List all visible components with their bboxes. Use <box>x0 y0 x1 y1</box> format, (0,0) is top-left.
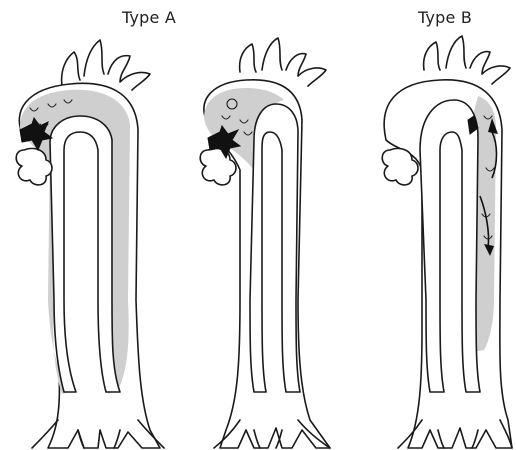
aorta-type-a-extensive <box>16 40 164 448</box>
aorta-type-a-limited <box>200 38 330 448</box>
arch-branch-vessels <box>62 40 150 90</box>
arch-branch-vessels <box>240 38 326 86</box>
aorta-type-b <box>382 36 512 448</box>
arch-branch-vessels <box>424 36 510 84</box>
